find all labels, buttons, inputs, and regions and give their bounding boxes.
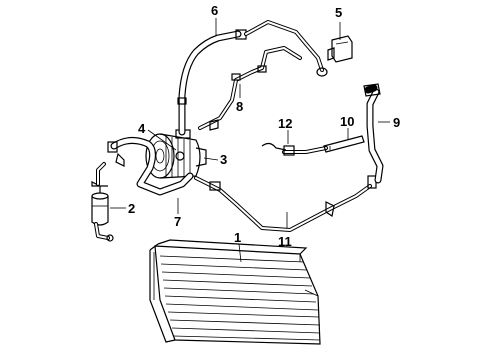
leader-3 xyxy=(203,157,219,161)
tube-10 xyxy=(323,135,365,153)
callout-11: 11 xyxy=(278,234,292,249)
pressure-switch xyxy=(261,142,328,156)
callout-9: 9 xyxy=(393,115,400,130)
callout-6: 6 xyxy=(211,3,218,18)
callout-10: 10 xyxy=(340,114,354,129)
callout-12: 12 xyxy=(278,116,292,131)
callout-7: 7 xyxy=(174,214,181,229)
callout-4: 4 xyxy=(138,121,146,136)
compressor xyxy=(145,129,207,179)
leader-1 xyxy=(238,243,242,263)
callout-3: 3 xyxy=(220,152,227,167)
leader-4 xyxy=(147,129,177,151)
liquid-line xyxy=(194,175,377,232)
condenser xyxy=(149,239,321,345)
heater-hose xyxy=(363,83,384,184)
liquid-hose xyxy=(107,137,194,196)
discharge-line xyxy=(198,46,302,131)
callout-5: 5 xyxy=(335,5,342,20)
suction-hose xyxy=(177,20,328,136)
callout-1: 1 xyxy=(234,230,241,245)
callout-2: 2 xyxy=(128,201,135,216)
callout-8: 8 xyxy=(236,99,243,114)
accumulator-drier xyxy=(91,162,114,242)
fitting-bracket xyxy=(327,35,353,63)
